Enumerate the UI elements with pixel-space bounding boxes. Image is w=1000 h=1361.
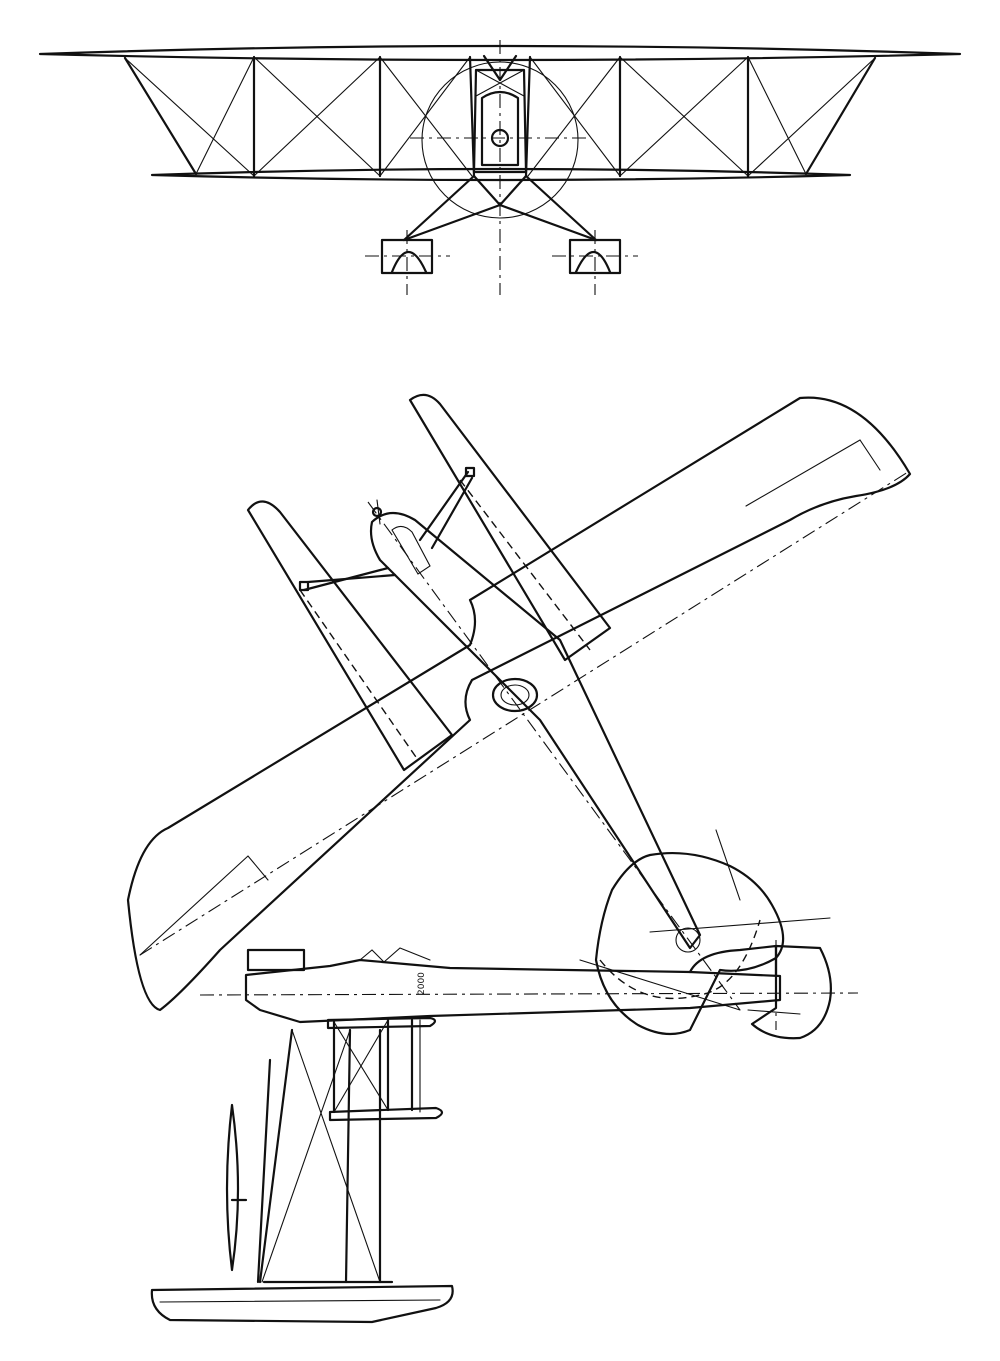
plan-fuselage [367,499,741,1011]
front-float-struts [402,174,598,242]
side-view: 2000 [150,940,859,1324]
side-thrust-line [199,992,859,996]
plan-tailplane [594,851,785,1036]
side-fin [688,944,778,978]
plan-elevator-dash [599,919,761,1000]
front-lower-wing [150,167,852,182]
plan-wing-spar-line [139,471,909,956]
plan-left-aileron [139,855,269,956]
side-engine-cowling [246,948,306,972]
side-upper-wing [328,1106,444,1122]
side-fuselage [244,958,782,1024]
plan-right-aileron [745,439,881,507]
plan-cockpit [491,677,539,713]
side-rudder [750,944,832,1040]
side-lower-wing [326,1016,437,1030]
side-struts [332,1018,414,1114]
side-float [150,1284,454,1324]
front-upper-wing [38,44,962,62]
plan-right-float [408,393,612,662]
side-dimension-label: 2000 [417,972,427,995]
front-left-float [365,230,450,295]
plan-float-struts [298,466,476,592]
front-right-float [552,230,638,295]
plan-rudder-hinge [675,927,701,953]
front-struts [123,55,877,178]
front-view [38,40,962,295]
plan-wing [126,396,912,1012]
side-propeller [225,1103,240,1272]
side-float-struts [256,1028,394,1284]
front-fuselage [472,54,528,174]
plan-left-float [246,500,454,772]
plan-view [126,393,912,1036]
